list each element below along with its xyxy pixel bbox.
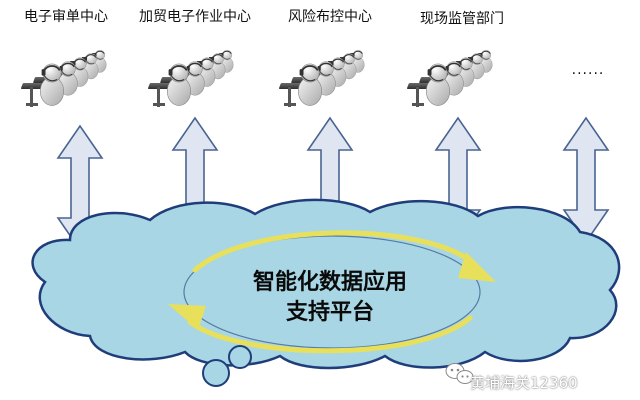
department-label-risk-control: 风险布控中心 [288,9,372,25]
department-label-e-audit: 电子审单中心 [24,9,108,25]
cycle-arrows-icon [168,230,496,354]
watermark-text: 黄埔海关12360 [470,374,578,392]
operator-group-icon [148,50,234,107]
platform-title-line2: 支持平台 [285,300,375,325]
department-label-onsite-supervision: 现场监管部门 [420,11,504,27]
inner-ellipse [183,235,481,349]
operator-group-icon [21,50,107,107]
thought-bubble-icon [228,345,252,369]
department-label-processing-trade: 加贸电子作业中心 [139,9,251,25]
more-indicator: ...... [571,62,605,78]
platform-title: 智能化数据应用 支持平台 [253,268,407,328]
operator-group-icon [407,50,493,107]
operator-group-icon [279,50,365,107]
cloud-shape [31,198,621,370]
thought-bubble-icon [202,359,230,387]
wechat-icon [445,363,474,384]
platform-title-line1: 智能化数据应用 [252,270,408,295]
